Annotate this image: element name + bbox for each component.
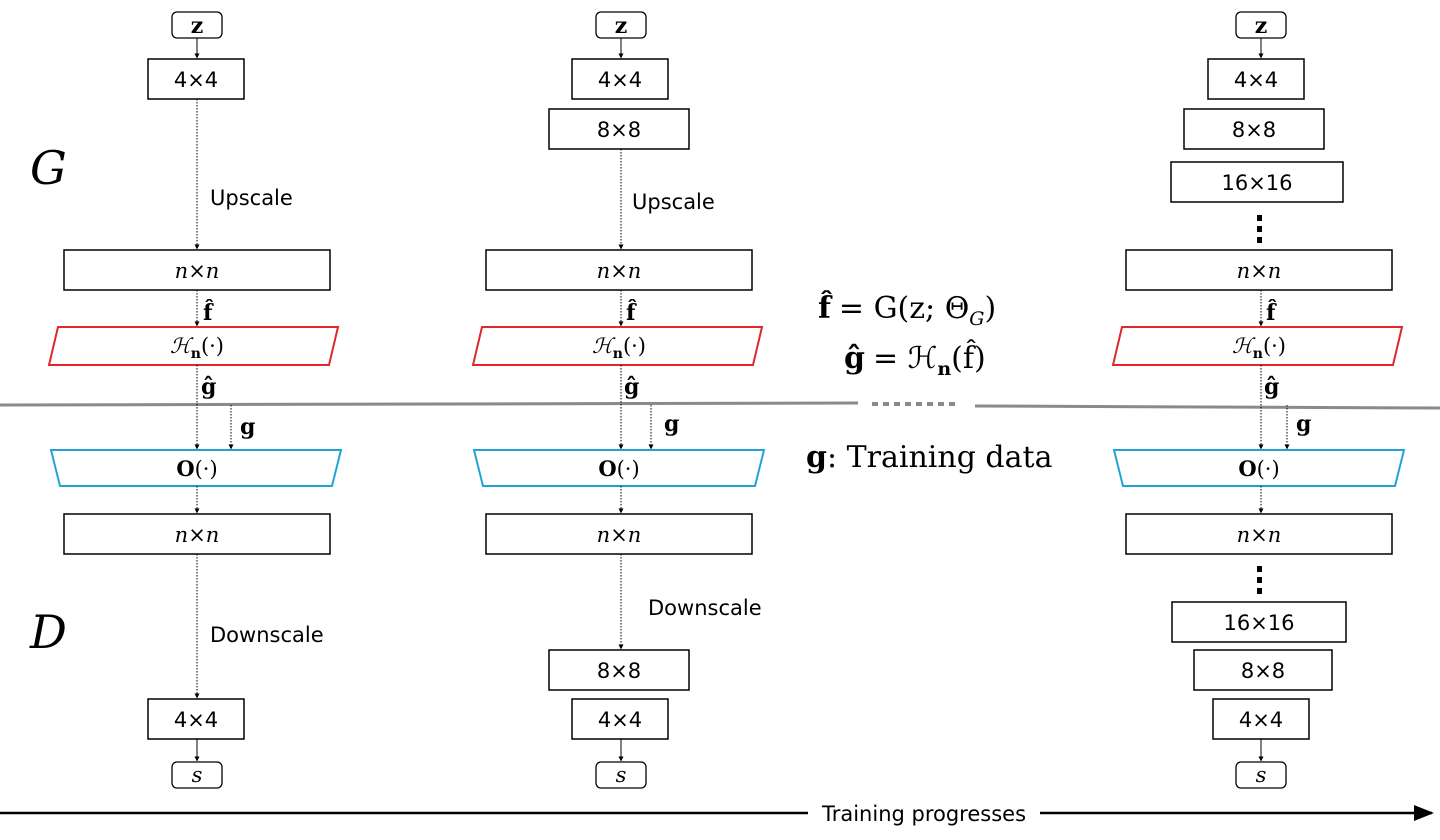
- g-label: g: [240, 414, 255, 440]
- disc-first-block: [63, 513, 331, 555]
- z-input: z: [1255, 13, 1268, 39]
- column-2: z 4×4 8×8 Upscale n×n f̂ ℋn(·) ĝ g O(·) …: [471, 11, 766, 789]
- gen-block: [571, 58, 669, 100]
- f-hat-label: f̂: [1266, 300, 1277, 326]
- disc-block: [1212, 698, 1310, 740]
- disc-block-label: 8×8: [597, 659, 641, 683]
- z-input: z: [191, 13, 204, 39]
- s-output-box: [1235, 761, 1287, 789]
- disc-block: [548, 649, 690, 691]
- equation-g-hat: ĝ= ℋn(f̂): [844, 339, 986, 380]
- g-label: g: [1296, 411, 1311, 437]
- h-operator-block: [471, 326, 764, 366]
- h-operator-label: ℋn(·): [1232, 334, 1286, 362]
- s-output-box: [171, 761, 223, 789]
- disc-first-block: [1125, 513, 1393, 555]
- gen-block: [147, 58, 245, 100]
- disc-first-label: n×n: [1237, 523, 1282, 547]
- g-hat-label: ĝ: [624, 374, 639, 400]
- disc-block-label: 8×8: [1241, 659, 1285, 683]
- divider-right: [974, 404, 1440, 410]
- divider-left: [0, 401, 859, 407]
- s-output-box: [595, 761, 647, 789]
- o-operator-block: [472, 449, 766, 487]
- h-operator-label: ℋn(·): [170, 334, 224, 362]
- o-operator-block: [49, 449, 343, 487]
- progress-label: Training progresses: [821, 802, 1026, 826]
- g-hat-label: ĝ: [1264, 374, 1279, 400]
- g-label: g: [664, 411, 679, 437]
- gen-block: [548, 108, 690, 150]
- gen-block-label: 8×8: [1232, 118, 1276, 142]
- disc-first-block: [485, 513, 753, 555]
- g-hat-label: ĝ: [201, 374, 216, 400]
- column-3: z 4×4 8×8 16×16 n×n f̂ ℋn(·) ĝ g O(·) n×…: [1111, 11, 1406, 789]
- disc-block-label: 4×4: [1239, 708, 1283, 732]
- disc-block-label: 4×4: [174, 708, 218, 732]
- ellipsis-icon: [1257, 215, 1262, 243]
- disc-block-label: 16×16: [1223, 611, 1294, 635]
- equations: f̂= G(z; ΘG) ĝ= ℋn(f̂) g: Training data: [806, 291, 1053, 475]
- generator-label: G: [30, 141, 67, 195]
- s-output: s: [1256, 763, 1267, 787]
- gen-last-label: n×n: [175, 259, 220, 283]
- gen-block: [1170, 161, 1344, 203]
- gen-last-block: [1125, 249, 1393, 291]
- f-hat-label: f̂: [626, 300, 637, 326]
- disc-block: [147, 698, 245, 740]
- gen-block-label: 16×16: [1221, 171, 1292, 195]
- upscale-label: Upscale: [632, 190, 715, 214]
- discriminator-label: D: [29, 605, 67, 659]
- h-operator-label: ℋn(·): [592, 334, 646, 362]
- disc-first-label: n×n: [597, 523, 642, 547]
- gen-block-label: 8×8: [597, 118, 641, 142]
- gen-last-label: n×n: [1237, 259, 1282, 283]
- z-input: z: [615, 13, 628, 39]
- disc-block: [1193, 649, 1333, 691]
- gen-block: [1183, 108, 1325, 150]
- gen-block-label: 4×4: [1234, 68, 1278, 92]
- ellipsis-icon: [1257, 566, 1262, 594]
- o-operator-label: O(·): [176, 456, 217, 481]
- disc-block: [1171, 601, 1347, 643]
- downscale-label: Downscale: [648, 596, 762, 620]
- h-operator-block: [1111, 326, 1404, 366]
- f-hat-label: f̂: [203, 300, 214, 326]
- gen-block-label: 4×4: [598, 68, 642, 92]
- disc-first-label: n×n: [175, 523, 220, 547]
- column-1: z 4×4 Upscale n×n f̂ ℋn(·) ĝ g O(·) n×n …: [47, 11, 343, 789]
- gen-block: [1207, 58, 1305, 100]
- gen-last-block: [485, 249, 753, 291]
- disc-block-label: 4×4: [598, 708, 642, 732]
- equation-f-hat: f̂= G(z; ΘG): [818, 291, 996, 330]
- disc-block: [571, 698, 669, 740]
- upscale-label: Upscale: [210, 186, 293, 210]
- downscale-label: Downscale: [210, 623, 324, 647]
- o-operator-label: O(·): [1238, 456, 1279, 481]
- gen-last-label: n×n: [597, 259, 642, 283]
- s-output: s: [616, 763, 627, 787]
- o-operator-label: O(·): [598, 456, 639, 481]
- o-operator-block: [1112, 449, 1406, 487]
- gen-block-label: 4×4: [174, 68, 218, 92]
- s-output: s: [192, 763, 203, 787]
- h-operator-block: [47, 326, 340, 366]
- training-data-note: g: Training data: [806, 440, 1053, 475]
